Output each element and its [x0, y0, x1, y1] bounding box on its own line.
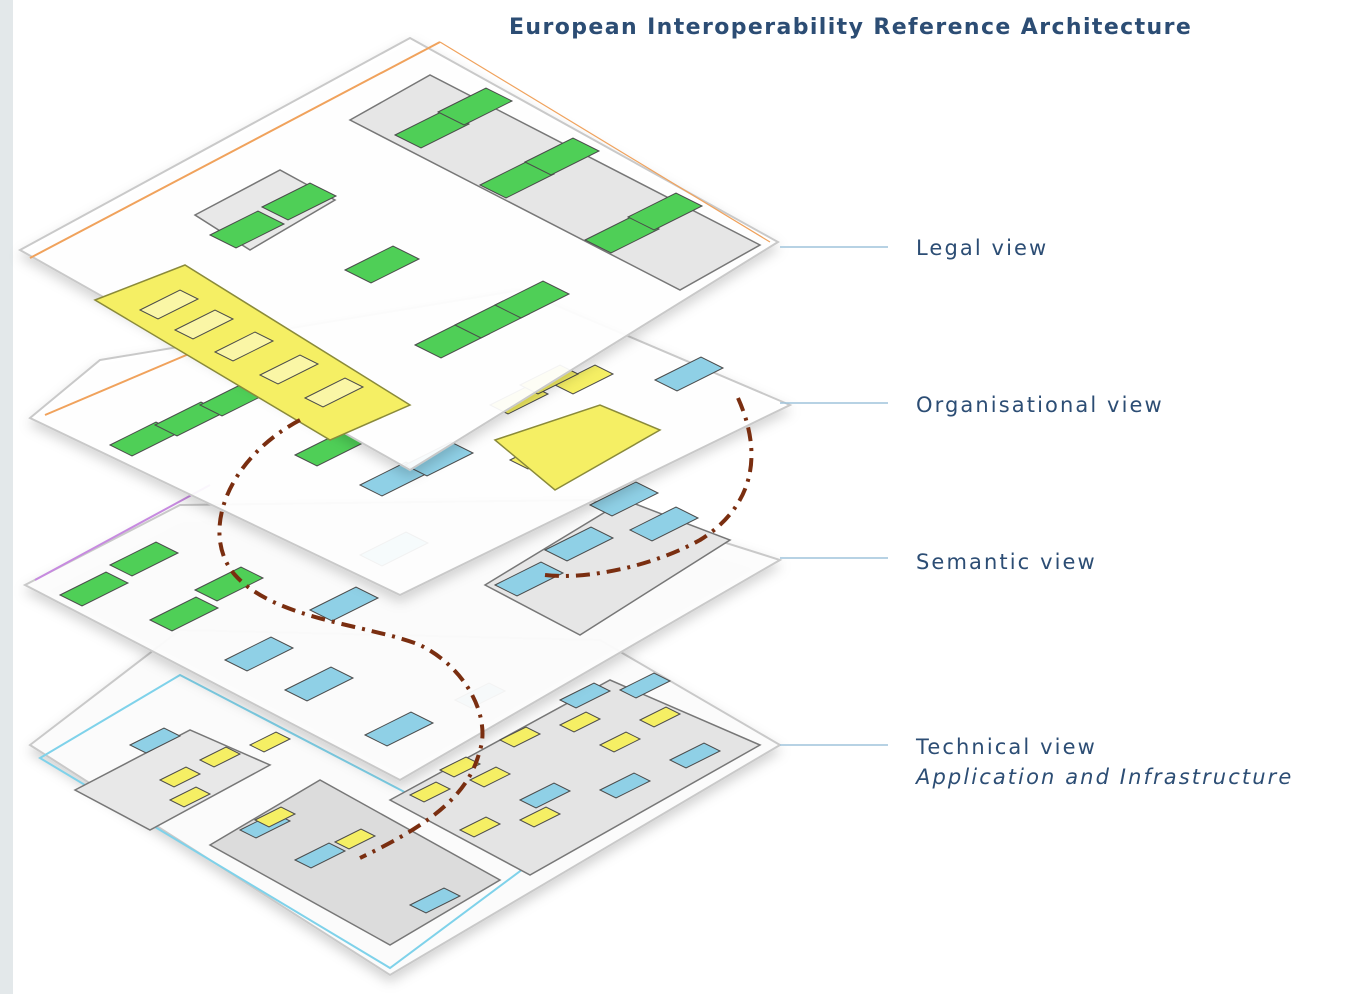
semantic-view-label: Semantic view — [916, 550, 1097, 574]
technical-view-label: Technical view Application and Infrastru… — [916, 735, 1293, 789]
semantic-block — [223, 636, 295, 672]
technical-block — [458, 816, 502, 838]
legal-view-label: Legal view — [916, 236, 1049, 260]
technical-block — [168, 786, 212, 808]
technical-block — [408, 781, 452, 803]
semantic-block — [58, 571, 130, 607]
org-block — [653, 356, 725, 392]
technical-view-subtitle: Application and Infrastructure — [916, 765, 1294, 789]
semantic-block — [108, 541, 180, 577]
semantic-block — [493, 561, 565, 597]
technical-view-title: Technical view — [916, 735, 1097, 759]
technical-block — [638, 706, 682, 728]
technical-block — [468, 766, 512, 788]
technical-block — [253, 806, 297, 828]
legal-block — [393, 110, 471, 149]
legal-block — [583, 215, 661, 254]
legal-subblock — [173, 309, 235, 340]
cross-layer-trace-line — [217, 397, 754, 860]
technical-block — [248, 731, 292, 753]
legal-subblock — [213, 331, 275, 362]
left-margin-strip — [0, 0, 13, 994]
technical-block — [668, 742, 722, 769]
legal-layer — [17, 36, 780, 491]
legal-block — [493, 280, 571, 319]
technical-block — [498, 726, 542, 748]
legal-block — [436, 87, 514, 126]
legal-block — [626, 192, 704, 231]
technical-block — [293, 842, 347, 869]
technical-block — [518, 782, 572, 809]
semantic-block — [193, 566, 265, 602]
legal-subblock — [138, 289, 200, 320]
org-block — [553, 364, 615, 395]
legal-block — [208, 210, 286, 249]
semantic-block — [283, 666, 355, 702]
technical-block — [438, 756, 482, 778]
semantic-block — [588, 481, 660, 517]
technical-block — [598, 772, 652, 799]
technical-block — [158, 766, 202, 788]
diagram-title: European Interoperability Reference Arch… — [509, 15, 1193, 40]
technical-block — [618, 672, 672, 699]
legal-subblock — [258, 354, 320, 385]
legal-subblock — [303, 377, 365, 408]
semantic-block — [628, 506, 700, 542]
technical-block — [408, 887, 462, 914]
legal-block — [523, 137, 601, 176]
legal-block — [260, 182, 338, 221]
semantic-block — [543, 526, 615, 562]
technical-block — [598, 731, 642, 753]
technical-layer — [28, 628, 782, 977]
technical-block — [128, 727, 182, 754]
technical-block — [333, 828, 377, 850]
technical-block — [558, 711, 602, 733]
legal-block — [343, 245, 421, 284]
semantic-block — [308, 586, 380, 622]
semantic-block — [148, 596, 220, 632]
semantic-block — [363, 711, 435, 747]
organisational-view-label: Organisational view — [916, 393, 1164, 417]
technical-block — [198, 746, 242, 768]
technical-block — [558, 682, 612, 709]
technical-block — [518, 806, 562, 828]
